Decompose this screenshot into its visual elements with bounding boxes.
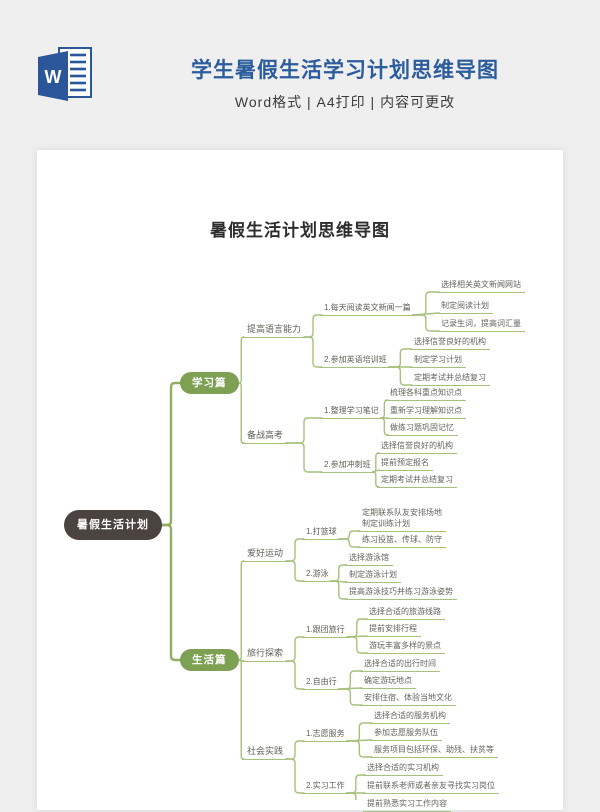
branch-study: 学习篇 <box>180 372 239 394</box>
mindmap-leaf: 制定游泳计划 <box>345 567 401 583</box>
mindmap-leaf: 选择合适的出行时间 <box>360 656 440 672</box>
mindmap-leaf: 练习投篮、传球、防守 <box>358 532 446 548</box>
mindmap-leaf: 服务项目包括环保、助残、扶贫等 <box>370 742 498 758</box>
mindmap-leaf: 参加志愿服务队伍 <box>370 725 442 741</box>
word-icon-letter: W <box>45 67 62 87</box>
template-header: W 学生暑假生活学习计划思维导图 Word格式 | A4打印 | 内容可更改 <box>0 0 600 140</box>
mindmap-leaf: 做练习题巩固记忆 <box>386 420 458 436</box>
mindmap-node: 2.实习工作 <box>302 778 349 794</box>
header-subtitle: Word格式 | A4打印 | 内容可更改 <box>234 94 456 110</box>
mindmap-leaf: 定期考试并总结复习 <box>410 370 490 386</box>
mindmap-node: 旅行探索 <box>242 646 289 662</box>
mindmap-leaf: 定期考试并总结复习 <box>377 472 457 488</box>
root-node: 暑假生活计划 <box>64 510 162 540</box>
mindmap-node: 2.自由行 <box>302 674 341 690</box>
mindmap-node: 爱好运动 <box>242 546 289 562</box>
branch-life: 生活篇 <box>180 649 239 671</box>
word-icon: W <box>33 45 95 108</box>
mindmap-leaf: 提前安排行程 <box>365 621 421 637</box>
mindmap-leaf: 记录生词，提高词汇量 <box>437 316 525 332</box>
mindmap-leaf: 选择信誉良好的机构 <box>410 334 490 350</box>
mindmap-leaf: 提高游泳技巧并练习游泳姿势 <box>345 584 457 600</box>
mindmap-node: 1.志愿服务 <box>302 726 349 742</box>
mindmap-node: 2.参加英语培训班 <box>320 352 391 368</box>
mindmap-leaf: 游玩丰富多样的景点 <box>365 638 445 654</box>
mindmap-leaf: 制定学习计划 <box>410 352 466 368</box>
mindmap-leaf: 提前预定报名 <box>377 455 433 471</box>
mindmap-leaf: 选择合适的服务机构 <box>370 708 450 724</box>
mindmap-leaf: 选择信誉良好的机构 <box>377 438 457 454</box>
mindmap-leaf: 安排住宿、体验当地文化 <box>360 690 456 706</box>
mindmap-node: 提高语言能力 <box>242 322 307 338</box>
document-page <box>37 150 563 810</box>
mindmap-node: 1.整理学习笔记 <box>320 403 383 419</box>
mindmap-leaf: 选择相关英文新闻网站 <box>437 277 525 293</box>
mindmap-leaf: 提前联系老师或者亲友寻找实习岗位 <box>363 778 499 794</box>
header-title: 学生暑假生活学习计划思维导图 <box>191 59 499 82</box>
mindmap-leaf: 选择游泳馆 <box>345 550 393 566</box>
mindmap-node: 1.每天阅读英文新闻一篇 <box>320 300 415 316</box>
mindmap-node: 1.跟团旅行 <box>302 622 349 638</box>
mindmap-node: 2.游泳 <box>302 566 333 582</box>
mindmap-leaf: 选择合适的旅游线路 <box>365 604 445 620</box>
mindmap-leaf: 提前熟悉实习工作内容 <box>363 796 451 812</box>
mindmap-node: 社会实践 <box>242 744 289 760</box>
mindmap-title: 暑假生活计划思维导图 <box>210 221 390 240</box>
mindmap-leaf: 制定阅读计划 <box>437 298 493 314</box>
mindmap-leaf: 确定游玩地点 <box>360 673 416 689</box>
mindmap-node: 1.打篮球 <box>302 524 341 540</box>
mindmap-node: 备战高考 <box>242 428 289 444</box>
mindmap-leaf: 定期联系队友安排场地 制定训练计划 <box>358 505 446 532</box>
mindmap-leaf: 选择合适的实习机构 <box>363 760 443 776</box>
mindmap-leaf: 重新学习理解知识点 <box>386 403 466 419</box>
mindmap-node: 2.参加冲刺班 <box>320 457 375 473</box>
mindmap-leaf: 梳理各科重点知识点 <box>386 385 466 401</box>
